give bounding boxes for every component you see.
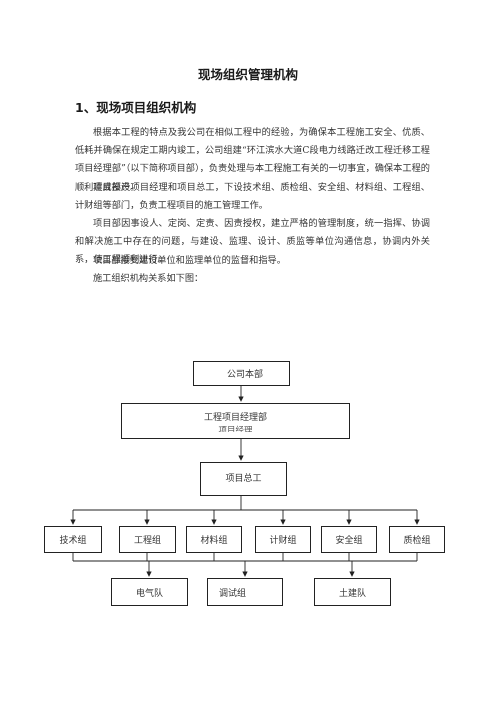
org-box-dept-quality: 质检组 (389, 526, 445, 553)
org-box-sublabel: 项目经理 (218, 426, 253, 432)
paragraph-management: 项目部因事设人、定岗、定责、因责授权，建立严格的管理制度，统一指挥、协调和解决施… (75, 218, 430, 266)
org-box-team-commissioning: 调试组 (207, 578, 283, 606)
org-box-dept-finance: 计财组 (255, 526, 311, 553)
org-box-label: 技术组 (59, 536, 87, 546)
org-box-label: 项目总工 (225, 474, 262, 484)
org-box-label: 工程组 (133, 536, 161, 546)
paragraph-structure: 项目部设项目经理和项目总工，下设技术组、质检组、安全组、材料组、工程组、计财组等… (75, 182, 430, 212)
org-box-project-dept: 工程项目经理部 项目经理 (121, 403, 350, 439)
paragraph-chart-intro: 施工组织机构关系如下图： (93, 273, 204, 284)
org-box-label: 工程项目经理部 (203, 413, 267, 423)
org-box-label: 电气队 (135, 588, 163, 599)
org-box-label: 公司本部 (227, 370, 264, 380)
org-box-company-hq: 公司本部 (193, 361, 290, 386)
org-box-label: 计财组 (269, 536, 297, 546)
paragraph-intro: 根据本工程的特点及我公司在相似工程中的经验，为确保本工程施工安全、优质、低耗并确… (75, 127, 430, 193)
org-box-label: 调试组 (219, 588, 247, 599)
org-box-label: 材料组 (200, 536, 228, 546)
org-box-team-civil: 土建队 (314, 578, 391, 606)
org-box-chief-engineer: 项目总工 (200, 462, 287, 496)
org-box-team-electrical: 电气队 (111, 578, 188, 606)
section-heading: 1、现场项目组织机构 (75, 100, 197, 115)
org-box-dept-safety: 安全组 (321, 526, 377, 553)
document-title: 现场组织管理机构 (197, 67, 298, 82)
org-box-label: 土建队 (338, 588, 366, 599)
org-box-dept-engineering: 工程组 (119, 526, 176, 553)
org-box-dept-tech: 技术组 (44, 526, 102, 553)
org-box-label: 安全组 (335, 536, 363, 546)
org-box-dept-materials: 材料组 (186, 526, 242, 553)
paragraph-supervision: 项目部接受建设单位和监理单位的监督和指导。 (93, 255, 286, 266)
org-box-label: 质检组 (403, 536, 431, 546)
